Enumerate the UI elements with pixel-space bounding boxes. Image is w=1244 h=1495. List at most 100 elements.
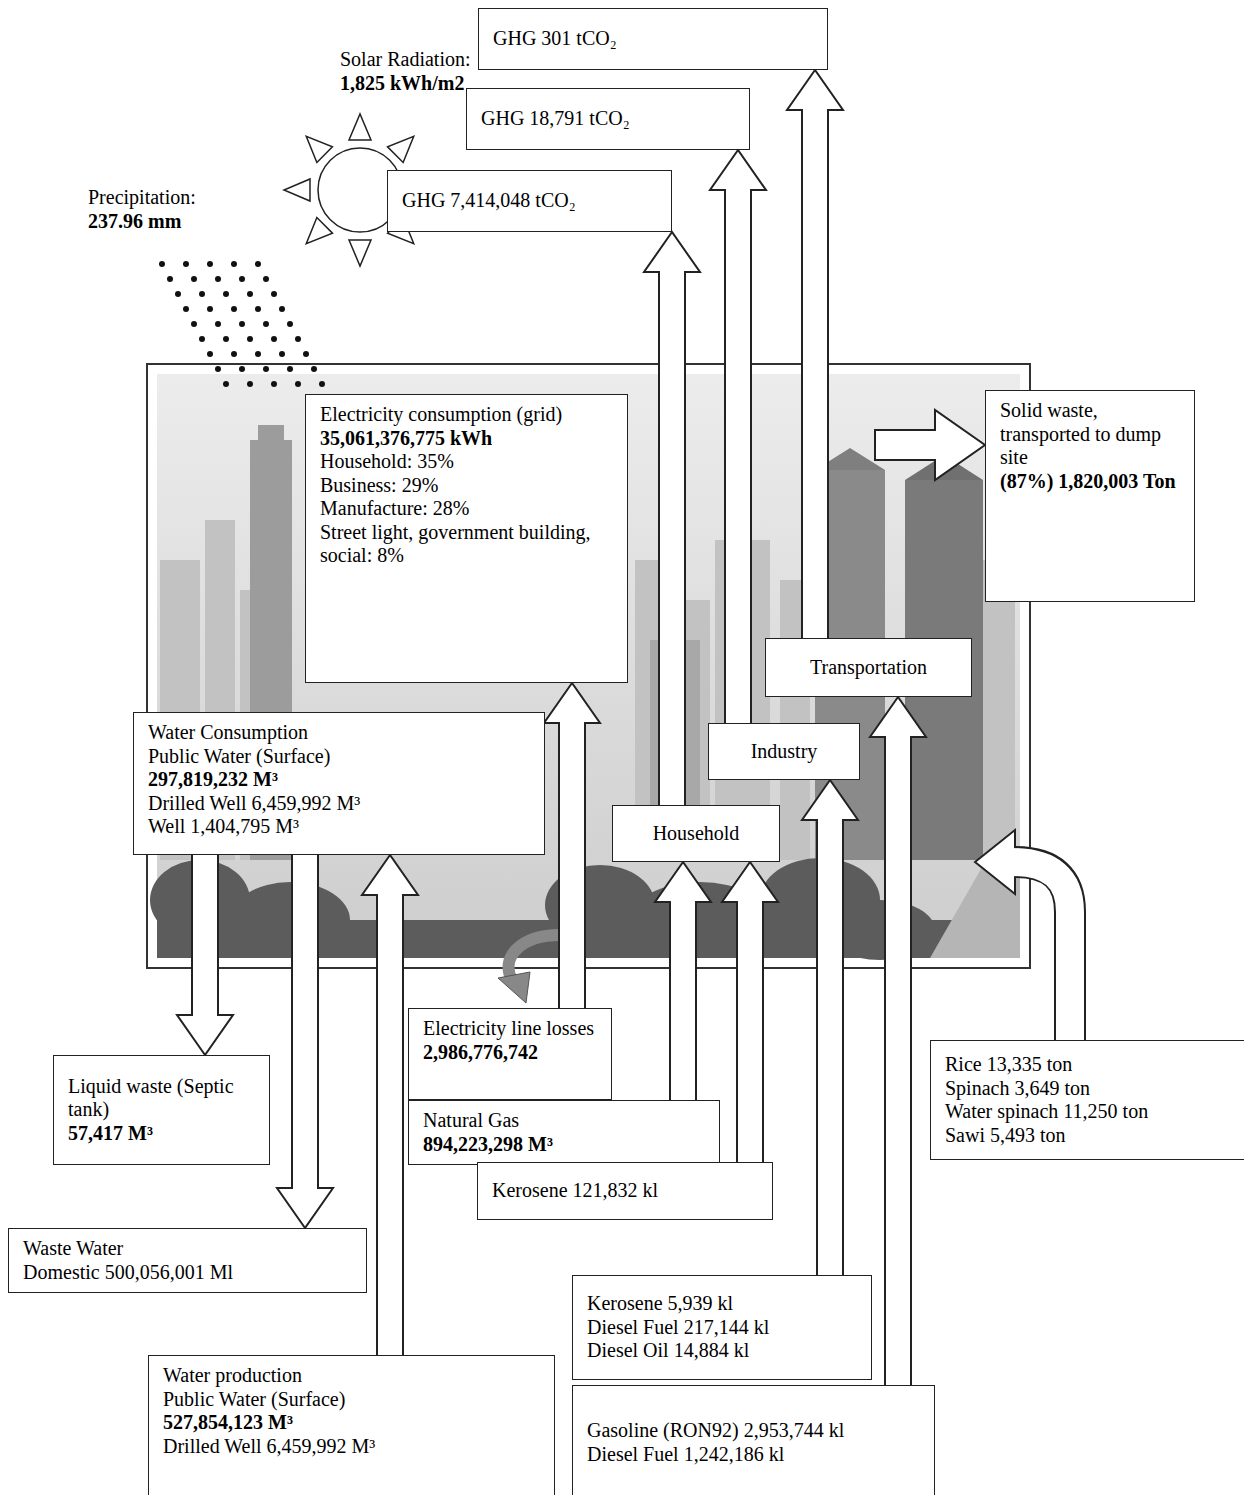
rain-dots [159,261,325,387]
rain-dot [199,291,205,297]
box-text: Diesel Fuel 217,144 kl [587,1316,857,1340]
block-arrow [722,862,778,1162]
arrow-head [277,1188,333,1228]
box-text: 297,819,232 M³ [148,768,530,792]
climate-label: 1,825 kWh/m2 [340,72,464,96]
rain-dot [319,381,325,387]
flow-box: GHG 301 tCO₂ [478,8,828,70]
box-text: Rice 13,335 ton [945,1053,1235,1077]
rain-dot [167,276,173,282]
rain-dot [255,351,261,357]
rain-dot [247,381,253,387]
arrow-head [870,697,926,737]
rain-dot [223,336,229,342]
rain-dot [311,366,317,372]
box-text: Diesel Fuel 1,242,186 kl [587,1443,920,1467]
flow-box: Water productionPublic Water (Surface)52… [148,1355,555,1495]
box-text: Transportation [780,656,957,680]
box-text: Liquid waste (Septic tank) [68,1075,255,1122]
rain-dot [207,261,213,267]
box-text: Domestic 500,056,001 Ml [23,1261,352,1285]
rain-dot [255,306,261,312]
box-text: Water production [163,1364,540,1388]
box-text: Water Consumption [148,721,530,745]
flow-box: Solid waste, transported to dump site(87… [985,390,1195,602]
waste-arrow [875,410,985,480]
rain-dot [239,276,245,282]
arrow-head [362,855,418,895]
flow-box: GHG 18,791 tCO₂ [466,88,750,150]
box-text: Drilled Well 6,459,992 M³ [163,1435,540,1459]
arrow-shaft-fill [193,855,217,1018]
flow-box: Water ConsumptionPublic Water (Surface)2… [133,712,545,855]
flow-box: Kerosene 5,939 klDiesel Fuel 217,144 klD… [572,1275,872,1380]
rain-dot [247,291,253,297]
arrow-head [802,780,858,820]
rain-dot [239,366,245,372]
box-text: 2,986,776,742 [423,1041,597,1065]
climate-label: 237.96 mm [88,210,181,234]
rain-dot [271,336,277,342]
box-text: Industry [723,740,845,764]
arrow-shaft-fill [818,817,842,1275]
box-text: Kerosene 5,939 kl [587,1292,857,1316]
box-text: Kerosene 121,832 kl [492,1179,758,1203]
box-text: Public Water (Surface) [163,1388,540,1412]
box-text: Electricity line losses [423,1017,597,1041]
rain-dot [271,381,277,387]
block-arrow [644,232,700,805]
rain-dot [175,291,181,297]
rain-dot [295,336,301,342]
box-text: Electricity consumption (grid) [320,403,613,427]
rain-dot [159,261,165,267]
box-text: Well 1,404,795 M³ [148,815,530,839]
flow-box: GHG 7,414,048 tCO₂ [387,170,672,232]
rain-dot [183,261,189,267]
rain-dot [231,351,237,357]
box-text: Business: 29% [320,474,613,498]
box-text: Household [627,822,765,846]
arrow-shaft-fill [886,734,910,1385]
arrow-shaft-fill [560,720,584,1008]
box-text: Sawi 5,493 ton [945,1124,1235,1148]
rain-dot [263,366,269,372]
block-arrow [787,70,843,638]
block-arrow [177,855,233,1055]
rain-dot [207,351,213,357]
box-text: (87%) 1,820,003 Ton [1000,470,1180,494]
rain-dot [247,336,253,342]
rain-dot [279,351,285,357]
rain-dot [215,366,221,372]
flow-box: Household [612,805,780,862]
loss-curl-arrow [498,935,560,1003]
rain-dot [199,336,205,342]
flow-box: Industry [708,723,860,780]
rain-dot [287,321,293,327]
flow-box: Gasoline (RON92) 2,953,744 klDiesel Fuel… [572,1385,935,1495]
rain-dot [191,276,197,282]
box-text: Drilled Well 6,459,992 M³ [148,792,530,816]
arrow-head [544,683,600,723]
rain-dot [191,321,197,327]
box-text: Waste Water [23,1237,352,1261]
food-arrow [975,830,1070,1041]
rain-dot [255,261,261,267]
box-text: Street light, government building, socia… [320,521,613,568]
box-text: Spinach 3,649 ton [945,1077,1235,1101]
rain-dot [271,291,277,297]
rain-dot [223,291,229,297]
arrow-head [722,862,778,902]
climate-label: Precipitation: [88,186,196,210]
rain-dot [215,321,221,327]
rain-dot [287,366,293,372]
flow-box: Electricity consumption (grid)35,061,376… [305,394,628,683]
block-arrow [277,855,333,1228]
arrow-head [655,862,711,902]
rain-dot [263,321,269,327]
arrow-shaft-fill [803,107,827,638]
block-arrow [544,683,600,1008]
arrow-shaft-fill [726,187,750,723]
box-text: Gasoline (RON92) 2,953,744 kl [587,1419,920,1443]
rain-dot [279,306,285,312]
